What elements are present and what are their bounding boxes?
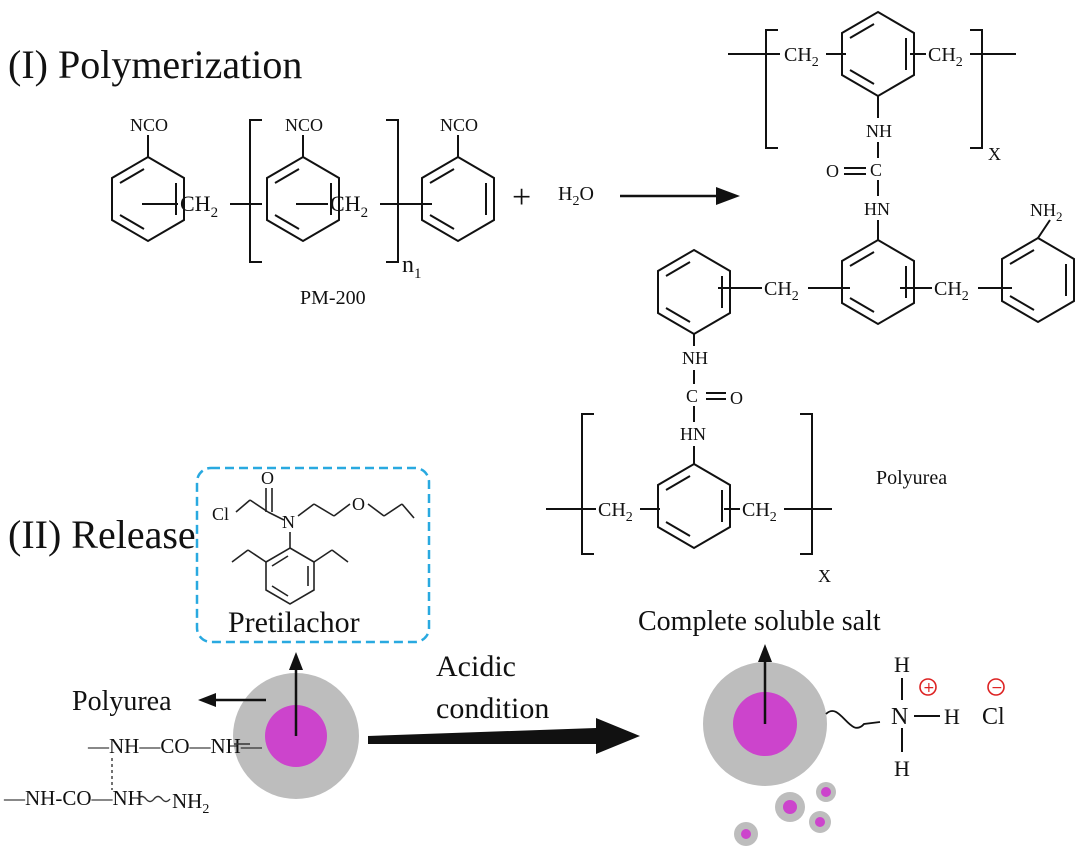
pretilachlor-box: Cl O N O Pretilachor (195, 466, 431, 644)
ammonium-salt: H N H H + − Cl (891, 652, 1005, 781)
product-ring-mid-right (1001, 236, 1075, 324)
urea-top-nh: NH (866, 121, 892, 141)
polyurea-structure: X CH2 CH2 NH C O HN CH2 (546, 10, 1075, 586)
chloride-label: Cl (982, 704, 1005, 730)
wavy-bond (137, 795, 171, 803)
pretilachlor-o-carbonyl: O (261, 468, 274, 488)
negative-charge-sign: − (991, 680, 1003, 696)
top-bracket-left (765, 29, 778, 149)
polyurea-chain-1: —NH—CO—NH— (87, 734, 263, 758)
product-ring-mid-center (841, 238, 915, 326)
pretilachlor-cl: Cl (212, 504, 229, 524)
polyurea-chain-2-end: NH2 (172, 789, 209, 817)
ch2-label-2: CH2 (330, 191, 368, 221)
top-bracket-right (970, 29, 983, 149)
condition-line-2: condition (436, 692, 549, 725)
tether-line (825, 710, 881, 729)
ch2-label-1: CH2 (180, 191, 218, 221)
pretilachlor-o-ether: O (352, 494, 365, 514)
droplet-3-core (815, 817, 825, 827)
urea-bottom-o: O (730, 388, 743, 408)
ammonium-h-top: H (894, 652, 910, 677)
product-ring-top (841, 10, 915, 98)
pretilachlor-label: Pretilachor (228, 606, 360, 639)
negative-charge-icon (987, 678, 1005, 696)
droplet-1-core (783, 800, 797, 814)
repeat-bracket-left (249, 119, 262, 263)
benzene-ring-1 (111, 135, 185, 243)
bottom-ch2-right: CH2 (742, 499, 777, 525)
section-1-title: (I) Polymerization (8, 42, 302, 87)
nco-label-3: NCO (440, 115, 478, 135)
repeat-n1: n1 (402, 252, 422, 282)
positive-charge-sign: + (923, 680, 935, 696)
nco-label-1: NCO (130, 115, 168, 135)
top-repeat-x: X (988, 144, 1001, 164)
capsule-intact (198, 652, 359, 799)
benzene-ring-3 (421, 135, 495, 243)
arrow-to-salt-label (758, 644, 772, 662)
bottom-repeat-x: X (818, 566, 831, 586)
pretilachlor-n: N (282, 512, 295, 532)
mid-ch2-right: CH2 (934, 278, 969, 304)
bottom-bracket-right (800, 413, 813, 555)
polyurea-label: Polyurea (876, 467, 947, 489)
urea-bottom-hn: HN (680, 424, 706, 444)
nco-label-2: NCO (285, 115, 323, 135)
bottom-ch2-left: CH2 (598, 499, 633, 525)
pm200-structure: NCO CH2 NCO CH2 n1 NCO PM- (111, 115, 495, 309)
bottom-bracket-left (581, 413, 594, 555)
release-polyurea-label: Polyurea (72, 686, 172, 717)
arrow-to-polyurea-label (198, 693, 216, 707)
plus-sign: + (512, 179, 531, 216)
top-ch2-left: CH2 (784, 44, 819, 70)
ammonium-n: N (891, 704, 908, 730)
pretilachlor-structure: Cl O N O (212, 468, 415, 605)
repeat-bracket-right (386, 119, 399, 263)
urea-bottom-c: C (686, 386, 698, 406)
urea-bottom-nh: NH (682, 348, 708, 368)
water-label: H2O (558, 183, 594, 209)
salt-label: Complete soluble salt (638, 606, 881, 637)
capsule-released (703, 644, 881, 846)
ammonium-h-right: H (944, 704, 960, 729)
droplet-2-core (821, 787, 831, 797)
positive-charge-icon (919, 678, 937, 696)
product-ring-bottom (657, 462, 731, 550)
polyurea-chain-2: —NH-CO—NH (3, 786, 143, 810)
condition-line-1: Acidic (436, 650, 516, 683)
droplet-4-core (741, 829, 751, 839)
urea-top-hn: HN (864, 199, 890, 219)
benzene-ring-2 (266, 135, 340, 243)
pretilachlor-dashed-border (195, 466, 431, 644)
reaction-arrow (620, 187, 740, 205)
amine-nh2: NH2 (1030, 200, 1063, 224)
pm200-label: PM-200 (300, 287, 366, 309)
urea-top-o: O (826, 161, 839, 181)
condition-arrow (368, 718, 640, 754)
urea-top-c: C (870, 160, 882, 180)
top-ch2-right: CH2 (928, 44, 963, 70)
product-ring-mid-left (657, 248, 731, 336)
mid-ch2-left: CH2 (764, 278, 799, 304)
ammonium-h-bottom: H (894, 756, 910, 781)
arrow-to-pretilachlor (289, 652, 303, 670)
section-2-title: (II) Release (8, 512, 196, 557)
